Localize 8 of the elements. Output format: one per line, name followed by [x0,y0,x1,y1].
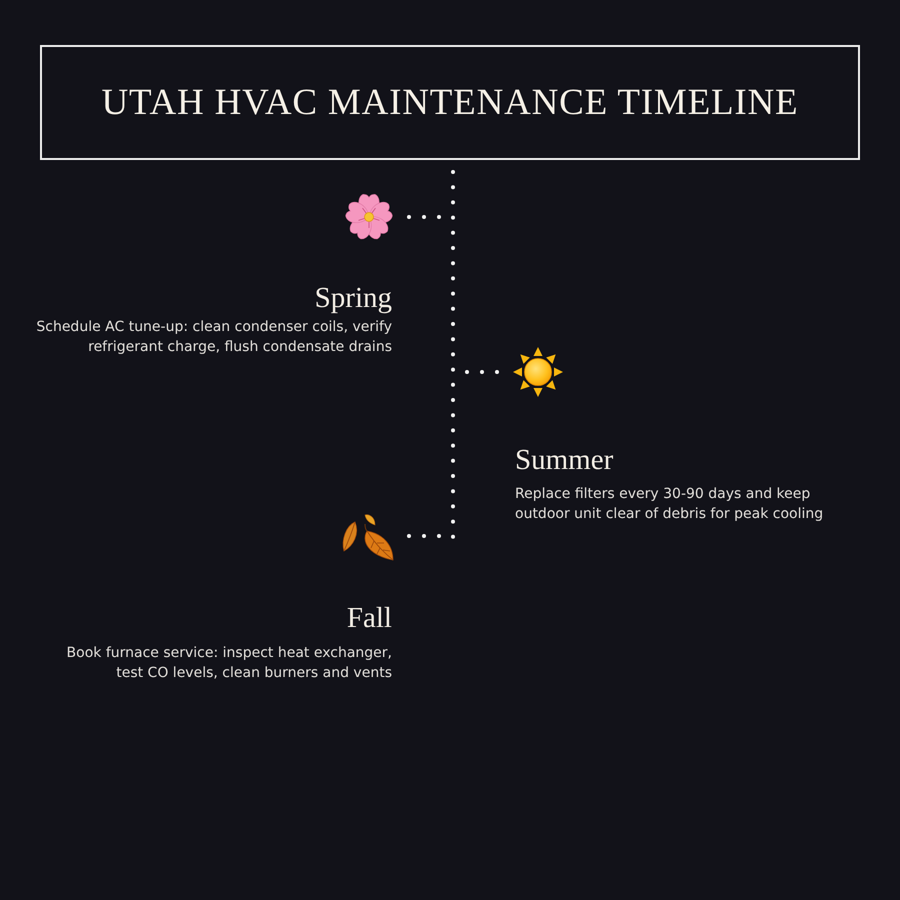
title: UTAH HVAC MAINTENANCE TIMELINE [102,81,798,124]
season-heading: Spring [314,281,392,315]
sun-icon [512,346,564,398]
season-description: Book furnace service: inspect heat exchanger, test CO levels, clean burners and vents [66,644,392,682]
season-heading: Fall [346,601,392,635]
season-description: Replace filters every 30-90 days and keep outdoor unit clear of debris for peak cooling [515,485,824,524]
season-heading: Summer [515,443,614,477]
season-description: Schedule AC tune-up: clean condenser coils, verify refrigerant charge, flush condensate drains [35,318,392,356]
